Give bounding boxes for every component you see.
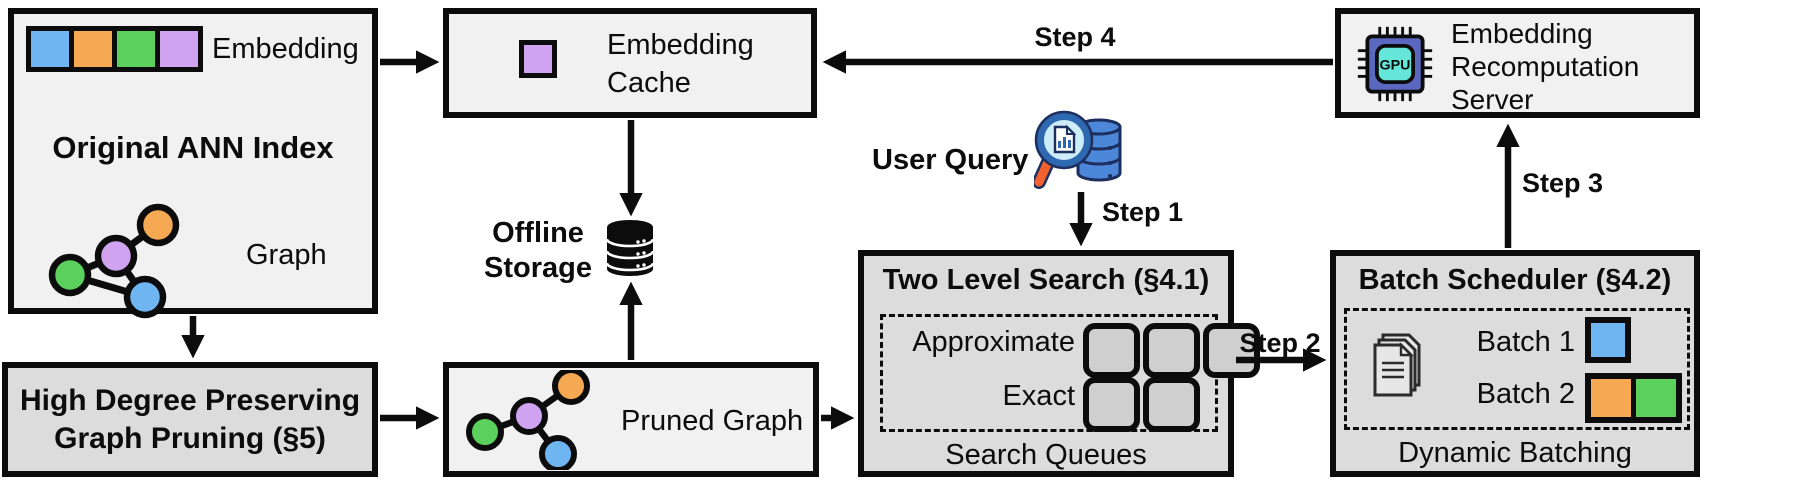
magnifier-rim: [1034, 110, 1094, 170]
queue-slot: [1083, 323, 1140, 378]
ann-graph-icon: [48, 203, 180, 319]
batch-scheduler-title: Batch Scheduler (§4.2): [1358, 264, 1672, 296]
embedding-vector-chips: [26, 26, 203, 72]
batch2-chip-orange: [1591, 379, 1631, 417]
gpu-text: GPU: [1380, 58, 1411, 74]
embedding-chip-orange: [74, 31, 112, 67]
batch2-label: Batch 2: [1476, 378, 1575, 410]
graph-node-purple: [94, 234, 138, 278]
batch1-label: Batch 1: [1476, 326, 1575, 358]
graph-node-green: [466, 413, 504, 451]
documents-stack-icon: [1373, 333, 1421, 397]
step1-label: Step 1: [1102, 197, 1184, 227]
embedding-cache-label: Embedding Cache: [607, 29, 754, 99]
graph-node-green: [48, 253, 92, 297]
dynamic-batching-dashed-panel: Batch 1 Batch 2: [1344, 308, 1690, 430]
graph-node-orange: [552, 370, 590, 405]
approximate-queue-slots: [1083, 323, 1260, 378]
offline-storage-label: Offline Storage: [484, 217, 592, 284]
pruned-graph-label: Pruned Graph: [621, 405, 804, 437]
gpu-chip-icon: GPU: [1357, 26, 1433, 102]
queue-slot: [1143, 323, 1200, 378]
approximate-queue-label: Approximate: [912, 326, 1075, 358]
batch2-chip-green: [1636, 379, 1676, 417]
graph-pruning-box: High Degree Preserving Graph Pruning (§5…: [2, 362, 378, 477]
embedding-chip-green: [117, 31, 155, 67]
step3-label: Step 3: [1522, 168, 1604, 198]
embedding-cache-box: Embedding Cache: [443, 8, 817, 118]
two-level-search-box: Two Level Search (§4.1) Approximate Exac…: [858, 250, 1260, 477]
two-level-search-title: Two Level Search (§4.1): [882, 264, 1210, 296]
recomputation-server-box: GPU Embedding Recomputation Server: [1335, 8, 1700, 118]
pruned-graph-icon: [466, 370, 590, 470]
step4-label: Step 4: [1034, 22, 1116, 52]
graph-node-purple: [510, 397, 548, 435]
original-ann-index-title: Original ANN Index: [52, 130, 334, 165]
cached-embedding-chip-purple: [519, 40, 557, 78]
graph-node-orange: [136, 203, 180, 247]
queue-slot: [1143, 377, 1200, 432]
offline-storage-database-icon: [605, 220, 655, 276]
database-dots: [636, 239, 646, 268]
embedding-chip-purple: [160, 31, 198, 67]
exact-queue-slots: [1083, 377, 1200, 432]
batch2-chips: [1585, 373, 1682, 423]
queue-slot: [1203, 323, 1260, 378]
graph-label: Graph: [246, 239, 327, 271]
user-query-icon: [1034, 110, 1122, 189]
recomputation-server-label: Embedding Recomputation Server: [1451, 18, 1640, 115]
embedding-label: Embedding: [212, 33, 359, 65]
pruned-graph-box: Pruned Graph: [443, 362, 819, 477]
graph-node-blue: [123, 275, 167, 319]
graph-node-blue: [539, 435, 577, 470]
original-ann-index-box: Embedding Original ANN Index Graph: [8, 8, 378, 319]
exact-queue-label: Exact: [1002, 380, 1075, 412]
queue-slot: [1083, 377, 1140, 432]
search-queues-dashed-panel: Approximate Exact: [880, 314, 1260, 432]
user-query-label: User Query: [872, 144, 1029, 176]
document-lines: [1382, 361, 1404, 379]
dynamic-batching-caption: Dynamic Batching: [1398, 437, 1632, 469]
batch-scheduler-box: Batch Scheduler (§4.2) Batch 1 Batch 2: [1330, 250, 1700, 477]
gpu-chip-core: [1375, 44, 1415, 84]
embedding-chip-blue: [31, 31, 69, 67]
search-queues-caption: Search Queues: [945, 439, 1147, 471]
batch1-chip-blue: [1585, 317, 1631, 363]
graph-pruning-title: High Degree Preserving Graph Pruning (§5…: [19, 384, 361, 455]
document-chart-glyph: [1053, 124, 1077, 154]
